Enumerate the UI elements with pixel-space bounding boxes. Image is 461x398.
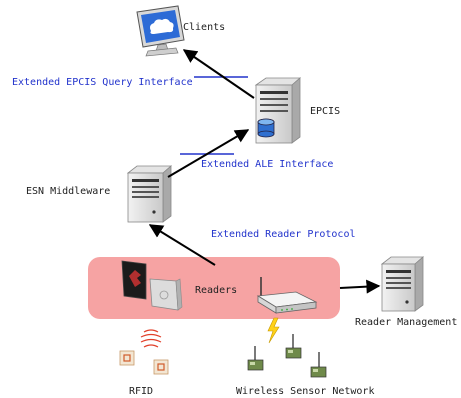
reader-management-label: Reader Management — [355, 317, 458, 328]
rfid-label: RFID — [129, 386, 154, 397]
epcis-label: EPCIS — [310, 106, 341, 117]
rfid-wave-icon — [140, 329, 162, 348]
server-icon — [380, 256, 425, 312]
clients-label: Clients — [183, 22, 226, 33]
epcis-to-clients-arrow — [182, 49, 255, 99]
esn-middleware-label: ESN Middleware — [26, 186, 111, 197]
server-database-icon — [254, 77, 302, 144]
ale-interface-label: Extended ALE Interface — [201, 159, 334, 170]
monitor-cloud-icon — [136, 5, 185, 57]
rfid-tag-icon — [119, 350, 169, 375]
wireless-router-icon — [256, 277, 318, 314]
readers-to-middleware-arrow — [148, 224, 216, 266]
query-interface-label: Extended EPCIS Query Interface — [12, 77, 193, 88]
wsn-label: Wireless Sensor Network — [236, 386, 375, 397]
middleware-to-epcis-arrow — [167, 129, 250, 178]
reader-protocol-label: Extended Reader Protocol — [211, 229, 356, 240]
readers-label: Readers — [195, 285, 238, 296]
rfid-reader-icon — [121, 260, 183, 311]
readers-to-management-arrow — [339, 279, 381, 294]
sensor-node-icon — [247, 334, 327, 378]
lightning-icon — [267, 317, 280, 344]
server-icon — [126, 165, 173, 223]
